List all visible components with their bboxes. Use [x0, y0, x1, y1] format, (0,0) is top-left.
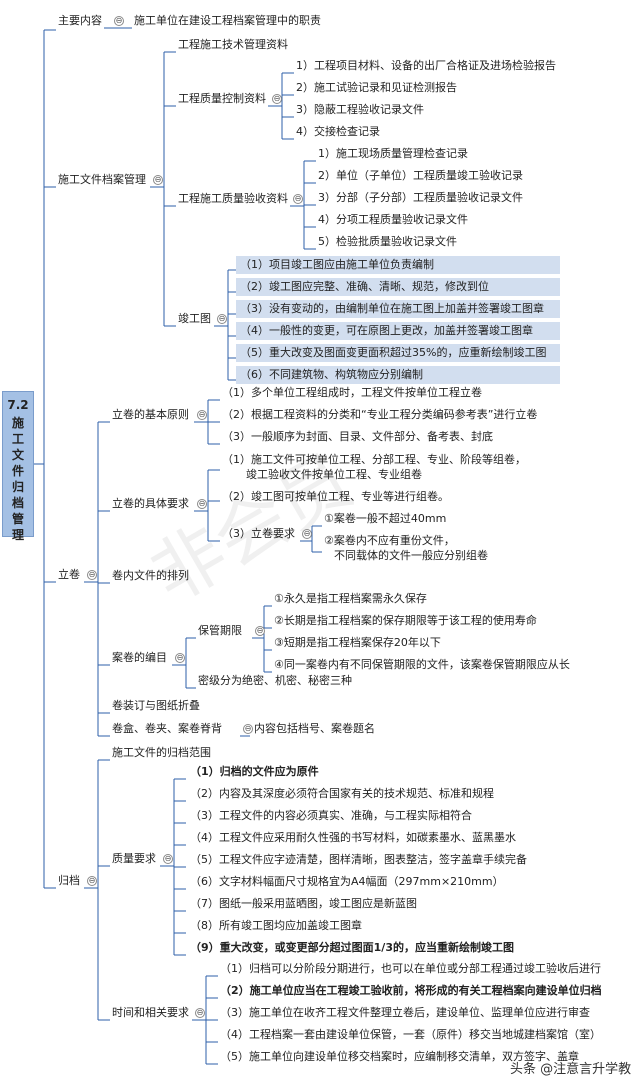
node-security-level[interactable]: 密级分为绝密、机密、秘密三种	[198, 674, 352, 687]
root-node[interactable]: 7.2 施工文件归档管理	[2, 391, 34, 542]
node-catalog[interactable]: 案卷的编目	[112, 651, 167, 664]
collapse-toggle-icon[interactable]: ⊖	[114, 16, 124, 26]
time-requirement-item[interactable]: （2）施工单位应当在工程竣工验收前，将形成的有关工程档案向建设单位归档	[220, 984, 602, 997]
quality-requirement-item[interactable]: （7）图纸一般采用蓝晒图，竣工图应是新蓝图	[190, 897, 417, 910]
quality-control-item[interactable]: 1）工程项目材料、设备的出厂合格证及进场检验报告	[296, 59, 556, 72]
quality-requirement-item[interactable]: （3）工程文件的内容必须真实、准确，与工程实际相符合	[190, 809, 472, 822]
collapse-toggle-icon[interactable]: ⊖	[255, 626, 265, 636]
node-time-requirements[interactable]: 时间和相关要求	[112, 1006, 189, 1019]
as-built-item[interactable]: （3）没有变动的，由编制单位在施工图上加盖并签署竣工图章	[236, 300, 560, 318]
requirement-item[interactable]: （1）施工文件可按单位工程、分部工程、专业、阶段等组卷，	[222, 453, 526, 466]
collapse-toggle-icon[interactable]: ⊖	[195, 1008, 205, 1018]
main-content-text[interactable]: 施工单位在建设工程档案管理中的职责	[134, 14, 321, 27]
collapse-toggle-icon[interactable]: ⊖	[272, 94, 282, 104]
node-archive-scope[interactable]: 施工文件的归档范围	[112, 746, 211, 759]
node-quality-acceptance[interactable]: 工程施工质量验收资料	[178, 192, 288, 205]
as-built-item[interactable]: （6）不同建筑物、构筑物应分别编制	[236, 366, 560, 384]
node-quality-control[interactable]: 工程质量控制资料	[178, 92, 266, 105]
quality-control-item[interactable]: 3）隐蔽工程验收记录文件	[296, 103, 424, 116]
principle-item[interactable]: （3）一般顺序为封面、目录、文件部分、备考表、封底	[222, 430, 493, 443]
collapse-toggle-icon[interactable]: ⊖	[302, 529, 312, 539]
retention-item[interactable]: ②长期是指工程档案的保存期限等于该工程的使用寿命	[274, 614, 537, 627]
collapse-toggle-icon[interactable]: ⊖	[163, 854, 173, 864]
quality-acceptance-item[interactable]: 5）检验批质量验收记录文件	[318, 235, 457, 248]
node-file-order[interactable]: 卷内文件的排列	[112, 569, 189, 582]
root-number: 7.2	[7, 398, 29, 412]
as-built-item[interactable]: （1）项目竣工图应由施工单位负责编制	[236, 256, 560, 274]
as-built-item[interactable]: （5）重大改变及图面变更面积超过35%的，应重新绘制竣工图	[236, 344, 560, 362]
requirement-item-cont[interactable]: 竣工验收文件按单位工程、专业组卷	[246, 468, 422, 481]
collapse-toggle-icon[interactable]: ⊖	[197, 410, 207, 420]
quality-requirement-item[interactable]: （6）文字材料幅面尺寸规格宜为A4幅面（297mm×210mm）	[190, 875, 504, 888]
as-built-item[interactable]: （2）竣工图应完整、准确、清晰、规范，修改到位	[236, 278, 560, 296]
quality-requirement-item[interactable]: （5）工程文件应字迹清楚，图样清晰，图表整洁，签字盖章手续完备	[190, 853, 527, 866]
node-as-built-drawing[interactable]: 竣工图	[178, 312, 211, 325]
collapse-toggle-icon[interactable]: ⊖	[293, 194, 303, 204]
retention-item[interactable]: ④同一案卷内有不同保管期限的文件，该案卷保管期限应从长	[274, 658, 570, 671]
collapse-toggle-icon[interactable]: ⊖	[243, 724, 253, 734]
node-specific-requirements[interactable]: 立卷的具体要求	[112, 497, 189, 510]
quality-requirement-item[interactable]: （9）重大改变，或变更部分超过图面1/3的，应当重新绘制竣工图	[190, 941, 514, 954]
time-requirement-item[interactable]: （1）归档可以分阶段分期进行，也可以在单位或分部工程通过竣工验收后进行	[220, 962, 601, 975]
node-quality-requirements[interactable]: 质量要求	[112, 852, 156, 865]
as-built-item[interactable]: （4）一般性的变更，可在原图上更改，加盖并签署竣工图章	[236, 322, 560, 340]
branch-archiving[interactable]: 归档	[58, 874, 80, 887]
node-basic-principles[interactable]: 立卷的基本原则	[112, 408, 189, 421]
retention-item[interactable]: ③短期是指工程档案保存20年以下	[274, 636, 441, 649]
requirement-item[interactable]: （2）竣工图可按单位工程、专业等进行组卷。	[222, 490, 449, 503]
quality-acceptance-item[interactable]: 1）施工现场质量管理检查记录	[318, 147, 468, 160]
filing-requirement-item[interactable]: ①案卷一般不超过40mm	[324, 512, 447, 525]
quality-control-item[interactable]: 2）施工试验记录和见证检测报告	[296, 81, 457, 94]
principle-item[interactable]: （2）根据工程资料的分类和“专业工程分类编码参考表”进行立卷	[222, 408, 538, 421]
filing-requirement-item-cont[interactable]: 不同载体的文件一般应分别组卷	[334, 549, 488, 562]
root-title: 施工文件归档管理	[11, 416, 24, 542]
collapse-toggle-icon[interactable]: ⊖	[87, 570, 97, 580]
time-requirement-item[interactable]: （3）施工单位在收齐工程文件整理立卷后，建设单位、监理单位应进行审查	[220, 1006, 590, 1019]
branch-main-content[interactable]: 主要内容	[58, 14, 102, 27]
branch-filing[interactable]: 立卷	[58, 568, 80, 581]
quality-requirement-item[interactable]: （2）内容及其深度必须符合国家有关的技术规范、标准和规程	[190, 787, 494, 800]
quality-control-item[interactable]: 4）交接检查记录	[296, 125, 380, 138]
retention-item[interactable]: ①永久是指工程档案需永久保存	[274, 592, 427, 605]
filing-requirement-item[interactable]: ②案卷内不应有重份文件，	[324, 534, 455, 547]
quality-acceptance-item[interactable]: 2）单位（子单位）工程质量竣工验收记录	[318, 169, 523, 182]
collapse-toggle-icon[interactable]: ⊖	[153, 175, 163, 185]
branch-construction-archive[interactable]: 施工文件档案管理	[58, 173, 146, 186]
principle-item[interactable]: （1）多个单位工程组成时，工程文件按单位工程立卷	[222, 386, 482, 399]
node-tech-management[interactable]: 工程施工技术管理资料	[178, 38, 288, 51]
source-credit: 头条 @注意言升学教	[510, 1062, 632, 1077]
quality-requirement-item[interactable]: （1）归档的文件应为原件	[190, 765, 319, 778]
quality-requirement-item[interactable]: （4）工程文件应采用耐久性强的书写材料，如碳素墨水、蓝黑墨水	[190, 831, 516, 844]
collapse-toggle-icon[interactable]: ⊖	[87, 876, 97, 886]
box-spine-content[interactable]: 内容包括档号、案卷题名	[254, 722, 375, 735]
collapse-toggle-icon[interactable]: ⊖	[175, 653, 185, 663]
collapse-toggle-icon[interactable]: ⊖	[197, 499, 207, 509]
node-box-spine[interactable]: 卷盒、卷夹、案卷脊背	[112, 722, 222, 735]
node-binding[interactable]: 卷装订与图纸折叠	[112, 699, 200, 712]
node-filing-requirements[interactable]: （3）立卷要求	[222, 527, 295, 540]
time-requirement-item[interactable]: （4）工程档案一套由建设单位保管，一套（原件）移交当地城建档案馆（室）	[220, 1028, 601, 1041]
quality-requirement-item[interactable]: （8）所有竣工图均应加盖竣工图章	[190, 919, 362, 932]
node-retention-period[interactable]: 保管期限	[198, 624, 242, 637]
time-requirement-item[interactable]: （5）施工单位向建设单位移交档案时，应编制移交清单，双方签字、盖章	[220, 1050, 579, 1063]
quality-acceptance-item[interactable]: 3）分部（子分部）工程质量验收记录文件	[318, 191, 523, 204]
quality-acceptance-item[interactable]: 4）分项工程质量验收记录文件	[318, 213, 468, 226]
collapse-toggle-icon[interactable]: ⊖	[217, 314, 227, 324]
